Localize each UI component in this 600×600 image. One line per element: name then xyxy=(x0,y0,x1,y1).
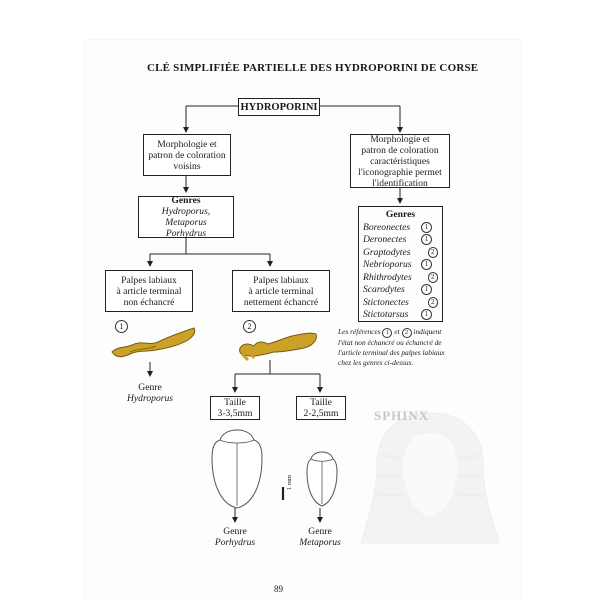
right-morphology-box: Morphologie et patron de coloration cara… xyxy=(350,133,450,189)
genre-name: Stictonectes xyxy=(363,296,409,308)
taille-small-line-1: Taille xyxy=(310,397,332,408)
left-morph-line-2: patron de coloration xyxy=(148,149,226,161)
taille-large-box: Taille 3-3,5mm xyxy=(210,396,260,420)
genre-ref-marker: 2 xyxy=(427,246,438,258)
genre-metaporus-name: Metaporus xyxy=(299,537,341,548)
palpes-left-line-2: à article terminal xyxy=(116,285,182,297)
right-morph-line-2: patron de coloration xyxy=(361,144,439,156)
genre-name: Deronectes xyxy=(363,234,407,246)
scale-bar-label: 1 mm xyxy=(286,475,293,490)
page-title: CLÉ SIMPLIFIÉE PARTIELLE DES HYDROPORINI… xyxy=(147,62,479,74)
genre-hydroporus-word: Genre xyxy=(138,382,162,393)
genre-ref-marker: 2 xyxy=(427,296,438,308)
left-morphology-box: Morphologie et patron de coloration vois… xyxy=(143,134,231,176)
palpes-left-line-3: non échancré xyxy=(123,296,175,308)
right-morph-line-3: caractéristiques xyxy=(370,155,430,167)
genre-ref-marker: 2 xyxy=(427,271,438,283)
left-morph-line-3: voisins xyxy=(173,160,201,172)
palpes-right-line-1: Palpes labiaux xyxy=(253,274,309,286)
palpes-right-line-3: nettement échancré xyxy=(243,296,319,308)
palpes-right-box: Palpes labiaux à article terminal nettem… xyxy=(232,270,330,312)
right-genres-head: Genres xyxy=(385,209,416,220)
genre-porhydrus-word: Genre xyxy=(223,526,247,537)
beetle-outline-small xyxy=(306,451,338,507)
left-genres-head: Genres xyxy=(171,195,201,206)
genre-name: Graptodytes xyxy=(363,246,411,258)
genre-porhydrus-label: Genre Porhydrus xyxy=(200,526,270,548)
genre-list-item: Deronectes 1 xyxy=(363,234,438,247)
palpes-right-line-2: à article terminal xyxy=(248,285,314,297)
reference-note: Les références 1 et 2 indiquent l'état n… xyxy=(338,327,456,368)
genre-ref-marker: 1 xyxy=(421,221,432,233)
genre-ref-marker: 1 xyxy=(421,234,432,246)
genre-metaporus-word: Genre xyxy=(308,526,332,537)
genre-list-item: Boreonectes 1 xyxy=(363,221,438,234)
genre-ref-marker: 1 xyxy=(421,259,432,271)
palp-illustration-1 xyxy=(111,327,196,358)
palp-marker-2: 2 xyxy=(243,320,256,333)
right-morph-line-1: Morphologie et xyxy=(370,133,430,145)
taille-small-line-2: 2-2,5mm xyxy=(303,408,339,419)
genre-name: Nebrioporus xyxy=(363,259,412,271)
left-genres-line-2: Porhydrus xyxy=(165,228,207,239)
root-label: HYDROPORINI xyxy=(240,101,318,113)
genre-name: Rhithrodytes xyxy=(363,271,412,283)
genre-list-item: Rhithrodytes 2 xyxy=(363,271,438,284)
palpes-left-line-1: Palpes labiaux xyxy=(121,274,177,286)
genre-ref-marker: 1 xyxy=(421,284,432,296)
genre-metaporus-label: Genre Metaporus xyxy=(285,526,355,548)
note-and: et xyxy=(394,327,400,336)
right-morph-line-5: l'identification xyxy=(372,177,428,189)
genre-list-item: Scarodytes 1 xyxy=(363,284,438,297)
genre-porhydrus-name: Porhydrus xyxy=(214,537,256,548)
palp-marker-1: 1 xyxy=(115,320,128,333)
genre-list-item: Graptodytes 2 xyxy=(363,246,438,259)
palp-illustration-2 xyxy=(239,332,317,362)
sphinx-watermark-logo xyxy=(360,412,500,544)
palpes-left-box: Palpes labiaux à article terminal non éc… xyxy=(105,270,193,312)
right-morph-line-4: l'iconographie permet xyxy=(358,166,442,178)
genre-list-item: Stictotarsus 1 xyxy=(363,309,438,322)
taille-small-box: Taille 2-2,5mm xyxy=(296,396,346,420)
genre-hydroporus-label: Genre Hydroporus xyxy=(115,382,185,404)
genre-name: Boreonectes xyxy=(363,221,411,233)
note-ref-2: 2 xyxy=(401,328,412,338)
genre-hydroporus-name: Hydroporus xyxy=(126,393,173,404)
genre-name: Stictotarsus xyxy=(363,309,409,321)
genre-ref-marker: 1 xyxy=(421,309,432,321)
left-genres-line-1: Hydroporus, Metaporus xyxy=(161,206,211,228)
taille-large-line-1: Taille xyxy=(224,397,246,408)
note-text-2: indiquent l'état non échancré ou échancr… xyxy=(338,327,445,367)
genre-list-item: Nebrioporus 1 xyxy=(363,259,438,272)
taille-large-line-2: 3-3,5mm xyxy=(217,408,253,419)
page-number: 89 xyxy=(274,584,283,594)
left-morph-line-1: Morphologie et xyxy=(157,138,217,150)
genre-list-item: Stictonectes 2 xyxy=(363,296,438,309)
genre-name: Scarodytes xyxy=(363,284,405,296)
root-box-hydroporini: HYDROPORINI xyxy=(238,98,320,116)
watermark-text: SPHINX xyxy=(374,408,430,423)
left-genres-box: Genres Hydroporus, Metaporus Porhydrus xyxy=(138,195,234,239)
note-text-1: Les références xyxy=(338,327,381,336)
beetle-outline-large xyxy=(211,429,263,509)
note-ref-1: 1 xyxy=(382,328,393,338)
